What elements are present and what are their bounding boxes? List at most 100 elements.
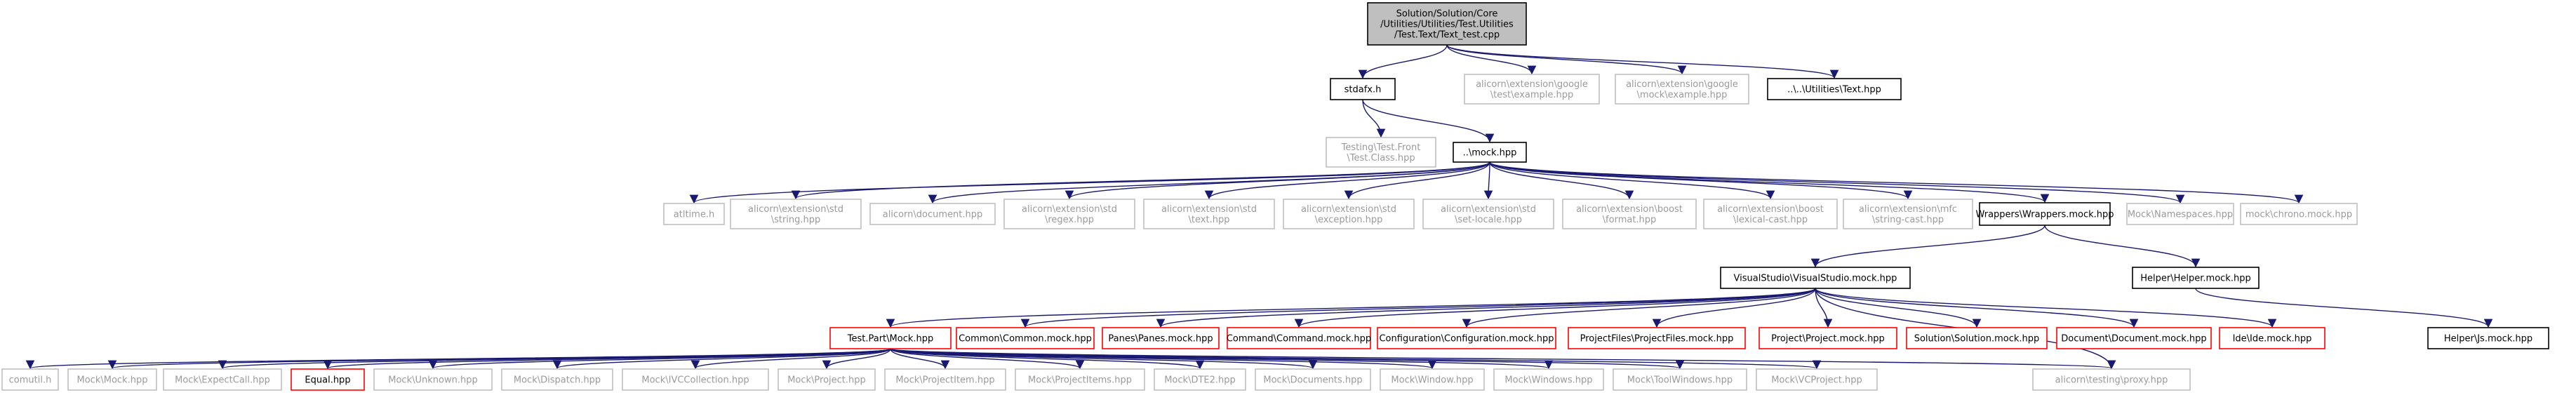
node-projectitem: Mock\ProjectItem.hpp <box>884 368 1006 391</box>
node-label-line: alicorn\extension\std <box>1161 204 1257 215</box>
edge-mock_hpp-to-boost_format <box>1489 161 1634 200</box>
node-box <box>1003 199 1135 229</box>
node-label-line: Mock\Namespaces.hpp <box>2128 210 2233 220</box>
node-label-line: Command\Command.mock.hpp <box>1227 334 1371 344</box>
node-label-line: alicorn\extension\google <box>1626 79 1738 90</box>
edge-line <box>1489 161 1913 200</box>
node-label-line: Solution\Solution.mock.hpp <box>1914 334 2040 344</box>
node-label-line: Mock\Project.hpp <box>787 375 866 386</box>
node-label-line: ..\..\Utilities\Text.hpp <box>1787 85 1881 95</box>
node-documents: Mock\Documents.hpp <box>1255 368 1371 391</box>
node-wrappers[interactable]: Wrappers\Wrappers.mock.hpp <box>1975 202 2114 226</box>
edge-mock_hpp-to-std_text <box>1204 161 1490 200</box>
edge-line <box>890 348 1085 370</box>
node-box <box>1326 137 1436 168</box>
node-label-line: alicorn\extension\boost <box>1576 204 1683 215</box>
edge-root-to-gtest_ex <box>1446 44 1537 75</box>
node-label-line: \mock\example.hpp <box>1637 90 1728 100</box>
edge-mock_hpp-to-std_setlocale <box>1483 161 1493 200</box>
node-label-line: comutil.h <box>9 375 52 386</box>
node-label-line: Mock\DTE2.hpp <box>1164 375 1236 386</box>
edge-wrappers-to-helper_mock <box>2044 225 2201 268</box>
node-gtest_ex: alicorn\extension\google\test\example.hp… <box>1464 74 1600 105</box>
node-boost_lexical: alicorn\extension\boost\lexical-cast.hpp <box>1703 199 1838 229</box>
node-mock_hpp[interactable]: ..\mock.hpp <box>1453 142 1527 163</box>
edge-mock_hpp-to-std_regex <box>1065 161 1490 200</box>
edge-line <box>1204 161 1490 200</box>
node-helper_js[interactable]: Helper\Js.mock.hpp <box>2427 327 2549 349</box>
edge-line <box>1362 99 1495 143</box>
edge-line <box>1815 288 2139 328</box>
node-label-line: alicorn\extension\std <box>1441 204 1536 215</box>
node-box <box>1613 368 1747 391</box>
edge-testpart-to-mock_mock <box>108 348 891 370</box>
node-label-line: Mock\Unknown.hpp <box>388 375 477 386</box>
node-box <box>1615 74 1749 105</box>
nodes-layer: Solution/Solution/Core/Utilities/Utiliti… <box>1 2 2549 391</box>
node-stdafx[interactable]: stdafx.h <box>1330 78 1396 100</box>
edge-root-to-gmock_ex <box>1446 44 1687 75</box>
edge-line <box>1021 288 1816 328</box>
edge-line <box>1446 44 1687 75</box>
node-label-line: mock\chrono.mock.hpp <box>2245 210 2352 220</box>
node-label-line: \format.hpp <box>1603 215 1657 225</box>
node-windows: Mock\Windows.hpp <box>1493 368 1604 391</box>
node-label-line: Mock\Windows.hpp <box>1504 375 1592 386</box>
node-unknown: Mock\Unknown.hpp <box>373 368 493 391</box>
node-label-line: Mock\ProjectItem.hpp <box>895 375 994 386</box>
edge-line <box>1815 288 1833 328</box>
node-box <box>1767 78 1902 100</box>
node-vs_mock[interactable]: VisualStudio\VisualStudio.mock.hpp <box>1720 267 1911 289</box>
node-atltime: atltime.h <box>663 203 725 225</box>
edge-testpart-to-vcproject <box>890 348 1821 370</box>
node-box <box>1380 368 1485 391</box>
edge-line <box>890 348 1204 370</box>
edge-testpart-to-comutil <box>26 348 891 370</box>
node-box <box>373 368 493 391</box>
node-label-line: alicorn\extension\mfc <box>1859 204 1957 215</box>
edge-line <box>1489 161 1775 200</box>
node-box <box>663 203 725 225</box>
node-label-line: Mock\VCProject.hpp <box>1771 375 1862 386</box>
node-text_hpp[interactable]: ..\..\Utilities\Text.hpp <box>1767 78 1902 100</box>
edge-line <box>1446 44 1839 79</box>
node-box <box>1 368 59 391</box>
node-box <box>1422 199 1554 229</box>
edge-line <box>886 288 1816 328</box>
node-helper_mock[interactable]: Helper\Helper.mock.hpp <box>2132 267 2260 289</box>
edge-line <box>26 348 891 370</box>
node-box <box>1227 327 1371 349</box>
node-box <box>622 368 769 391</box>
edge-vs_mock-to-common <box>1021 288 1816 328</box>
node-box <box>1568 327 1746 349</box>
node-label-line: atltime.h <box>674 210 714 220</box>
node-solution: Solution\Solution.mock.hpp <box>1906 327 2048 349</box>
node-boost_format: alicorn\extension\boost\format.hpp <box>1562 199 1697 229</box>
node-vcproject: Mock\VCProject.hpp <box>1756 368 1878 391</box>
edge-mock_hpp-to-mfc_string <box>1489 161 1913 200</box>
node-mproject: Mock\Project.hpp <box>778 368 876 391</box>
edge-line <box>1815 288 1982 328</box>
node-label-line: /Utilities/Utilities/Test.Utilities <box>1380 20 1514 30</box>
node-label-line: VisualStudio\VisualStudio.mock.hpp <box>1734 274 1897 284</box>
node-box <box>829 327 952 349</box>
node-window: Mock\Window.hpp <box>1380 368 1485 391</box>
node-box <box>1756 368 1878 391</box>
node-label-line: alicorn\extension\google <box>1476 79 1588 90</box>
node-configuration: Configuration\Configuration.mock.hpp <box>1377 327 1556 349</box>
node-std_exception: alicorn\extension\std\exception.hpp <box>1283 199 1415 229</box>
edge-testpart-to-mproject <box>822 348 891 370</box>
node-ivccollection: Mock\IVCCollection.hpp <box>622 368 769 391</box>
node-box <box>501 368 613 391</box>
node-box <box>1377 327 1556 349</box>
node-box <box>2056 327 2212 349</box>
node-common: Common\Common.mock.hpp <box>956 327 1095 349</box>
edge-vs_mock-to-document_mock <box>1815 288 2139 328</box>
node-label-line: Testing\Test.Front <box>1341 142 1421 153</box>
edge-line <box>1362 99 1386 138</box>
edge-line <box>1483 161 1493 200</box>
edge-mock_hpp-to-wrappers <box>1489 161 2049 203</box>
edge-testpart-to-unknown <box>429 348 891 370</box>
node-label-line: \text.hpp <box>1189 215 1230 225</box>
edge-testpart-to-projectitem <box>890 348 950 370</box>
